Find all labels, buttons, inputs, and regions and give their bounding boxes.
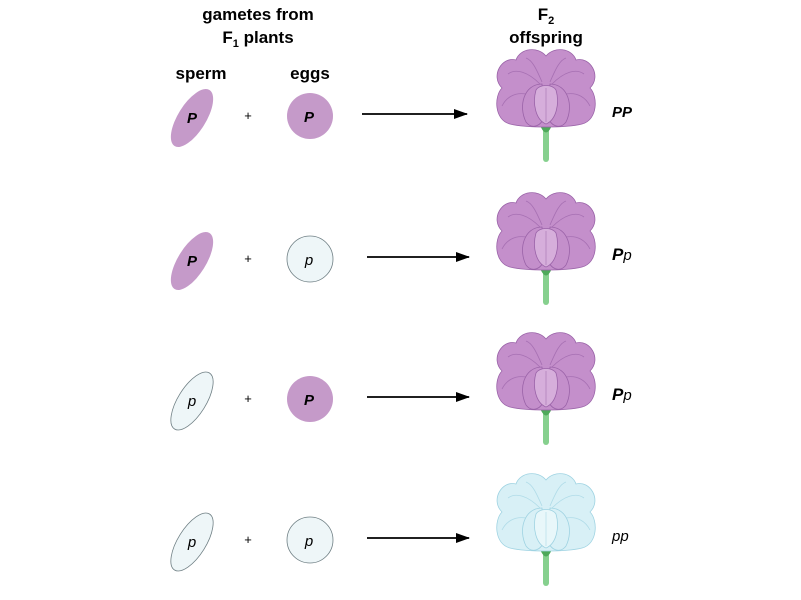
offspring-header-line1: F2 <box>538 5 555 27</box>
genotype-allele-1: P <box>612 385 624 404</box>
sperm-allele-1: P <box>187 110 198 127</box>
eggs-column-label: eggs <box>290 64 330 83</box>
offspring-genotype-1: PP <box>612 104 633 121</box>
offspring-genotype-2: Pp <box>612 245 632 264</box>
gametes-header-line1: gametes from <box>202 5 313 24</box>
gametes-header-line2: F1 plants <box>222 28 293 50</box>
flower-purple-1 <box>497 50 596 162</box>
plus-sign-3: + <box>244 391 252 406</box>
plus-sign-4: + <box>244 532 252 547</box>
plus-sign-1: + <box>244 108 252 123</box>
sperm-allele-4: p <box>187 534 196 551</box>
egg-allele-1: P <box>304 109 315 126</box>
sperm-allele-3: p <box>187 393 196 410</box>
plus-sign-2: + <box>244 251 252 266</box>
flower-purple-2 <box>497 193 596 305</box>
sperm-column-label: sperm <box>175 64 226 83</box>
genotype-allele-2: P <box>622 104 633 121</box>
sperm-allele-2: P <box>187 253 198 270</box>
genotype-allele-1: P <box>612 245 624 264</box>
flower-white-4 <box>497 474 596 586</box>
egg-allele-3: P <box>304 392 315 409</box>
genotype-allele-2: p <box>622 387 631 404</box>
genotype-allele-1: p <box>611 528 620 545</box>
offspring-header-line2: offspring <box>509 28 583 47</box>
flower-purple-3 <box>497 333 596 445</box>
genotype-allele-2: p <box>622 247 631 264</box>
egg-allele-4: p <box>304 533 313 550</box>
genotype-allele-2: p <box>619 528 628 545</box>
offspring-genotype-3: Pp <box>612 385 632 404</box>
egg-allele-2: p <box>304 252 313 269</box>
offspring-genotype-4: pp <box>611 528 629 545</box>
